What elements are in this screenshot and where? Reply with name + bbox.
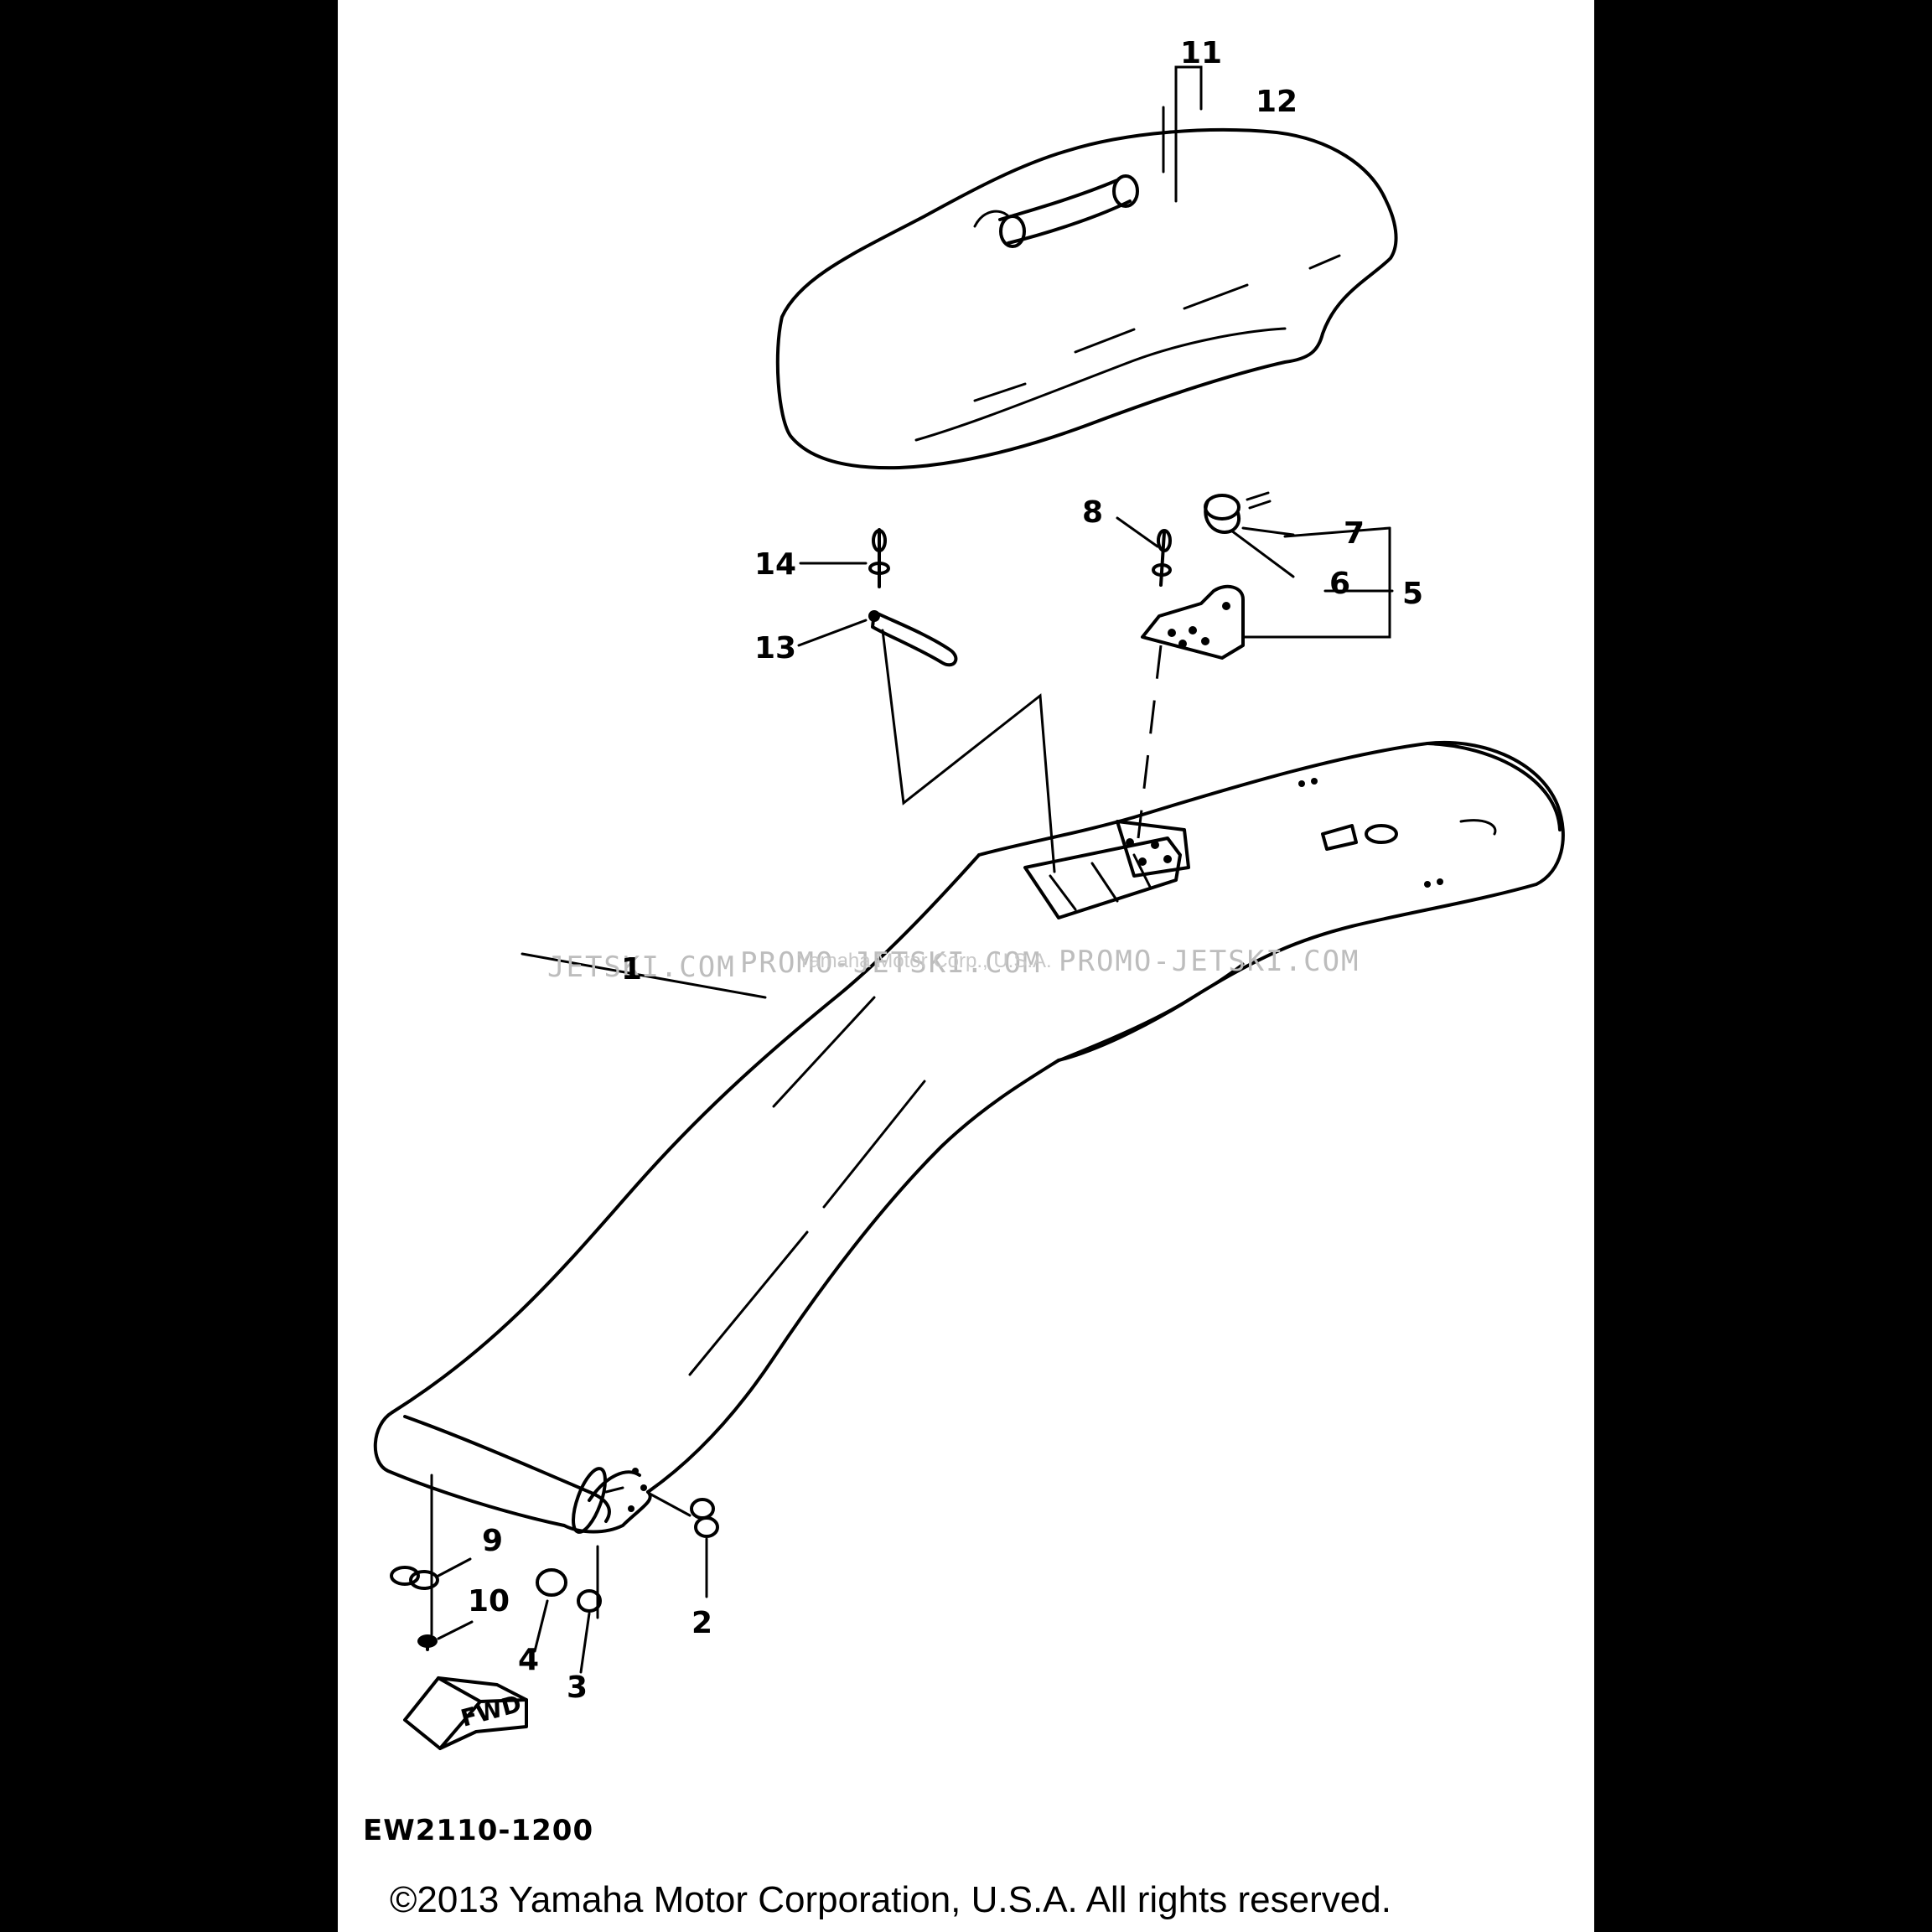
callout-14: 14: [754, 547, 796, 582]
watermark-left: JETSKI.COM: [547, 950, 736, 984]
watermark-right: PROMO-JETSKI.COM: [1059, 945, 1360, 978]
copyright-notice: ©2013 Yamaha Motor Corporation, U.S.A. A…: [390, 1879, 1391, 1920]
callout-10: 10: [468, 1584, 510, 1619]
callout-8: 8: [1082, 495, 1103, 530]
callout-1: 1: [621, 952, 642, 987]
callout-13: 13: [754, 631, 796, 666]
callout-11: 11: [1180, 36, 1222, 70]
watermark: JETSKI.COM PROMO-JETSKI.COM PROMO-JETSKI…: [547, 945, 1360, 984]
callout-6: 6: [1329, 567, 1350, 601]
diagram-sheet: FWD JETSKI.COM PROMO-JETSKI.COM PROMO-JE…: [338, 0, 1594, 1932]
callout-numbers: 1 2 3 4 5 6 7 8 9 10 11 12 13 14: [468, 36, 1423, 1705]
seat: [775, 127, 1398, 470]
front-fasteners: FWD: [390, 1474, 719, 1750]
leader-lines: [521, 65, 1394, 999]
callout-3: 3: [567, 1670, 588, 1705]
main-cover: [373, 740, 1565, 1534]
callout-5: 5: [1402, 577, 1423, 611]
parts-diagram: FWD JETSKI.COM PROMO-JETSKI.COM PROMO-JE…: [373, 36, 1565, 1750]
watermark-center: PROMO-JETSKI.COM: [740, 946, 1042, 980]
callout-4: 4: [518, 1643, 539, 1677]
callout-12: 12: [1256, 85, 1297, 119]
callout-9: 9: [482, 1524, 503, 1558]
watermark-overlay: Yamaha Motor Corp., U.S.A.: [797, 950, 1052, 972]
small-parts: [868, 491, 1272, 839]
figure-code: EW2110-1200: [363, 1814, 594, 1847]
callout-7: 7: [1344, 516, 1365, 551]
callout-2: 2: [691, 1606, 712, 1640]
